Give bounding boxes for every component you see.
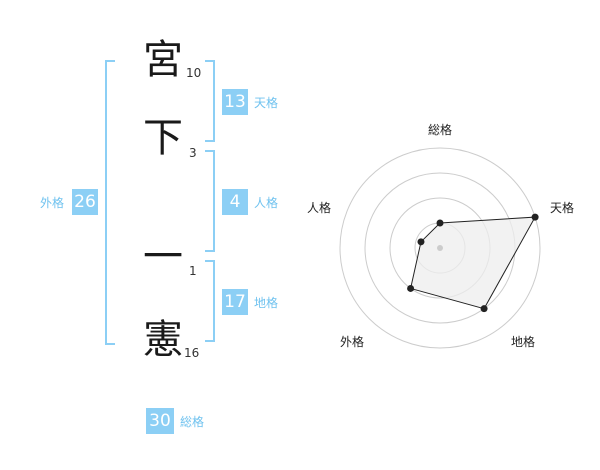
stroke-count-1: 10 xyxy=(186,66,202,80)
name-char-2: 下 xyxy=(143,115,183,161)
name-char-4: 憲 xyxy=(143,317,183,363)
chikaku-bracket xyxy=(205,260,215,342)
gaikaku-label: 外格 xyxy=(40,196,65,210)
gaikaku-bracket xyxy=(105,60,115,345)
tenkaku-value: 13 xyxy=(222,89,248,115)
stroke-count-3: 1 xyxy=(189,264,197,278)
gaikaku-value: 26 xyxy=(72,189,98,215)
chikaku-value: 17 xyxy=(222,289,248,315)
jinkaku-bracket xyxy=(205,150,215,252)
radar-polygon xyxy=(410,216,536,310)
jinkaku-label: 人格 xyxy=(254,196,279,210)
radar-label-soukaku: 総格 xyxy=(428,122,452,137)
radar-point xyxy=(407,284,415,292)
radar-point xyxy=(531,213,539,221)
soukaku-value: 30 xyxy=(146,408,174,434)
jinkaku-value: 4 xyxy=(222,189,248,215)
radar-point xyxy=(436,219,444,227)
radar-center-dot xyxy=(437,245,443,251)
tenkaku-bracket xyxy=(205,60,215,142)
tenkaku-label: 天格 xyxy=(254,96,279,110)
stroke-count-4: 16 xyxy=(184,346,200,360)
radar-label-jinkaku: 人格 xyxy=(307,200,331,215)
radar-label-gaikaku: 外格 xyxy=(340,334,364,349)
radar-label-tenkaku: 天格 xyxy=(550,200,574,215)
name-char-1: 宮 xyxy=(143,37,183,83)
radar-ring xyxy=(339,147,541,349)
radar-label-chikaku: 地格 xyxy=(511,334,535,349)
stroke-count-2: 3 xyxy=(189,146,197,160)
radar-point xyxy=(480,305,488,313)
chikaku-label: 地格 xyxy=(254,296,279,310)
soukaku-label: 総格 xyxy=(180,415,205,429)
radar-point xyxy=(417,238,425,246)
name-char-3: 一 xyxy=(143,234,183,280)
